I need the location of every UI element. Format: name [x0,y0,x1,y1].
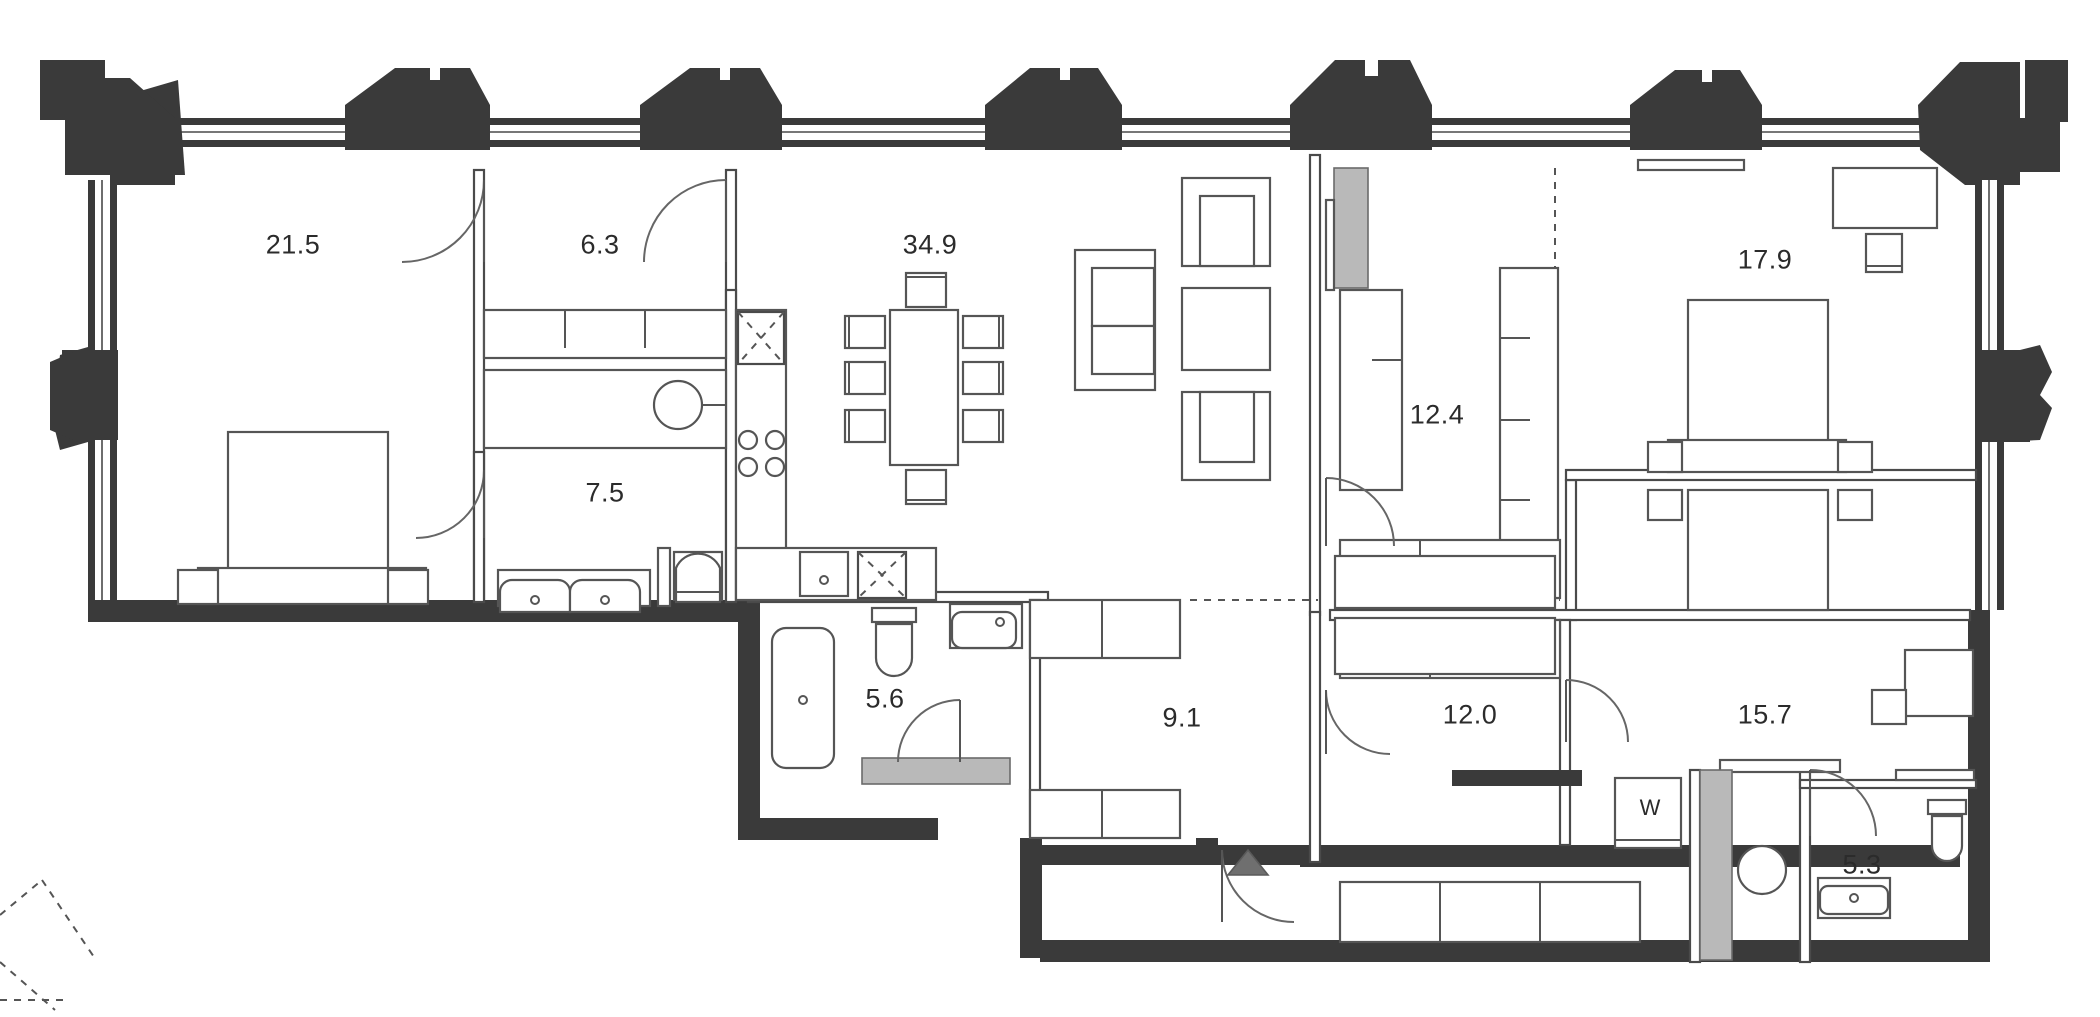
room-label-living-dining: 34.9 [902,229,958,260]
room-label-bedroom-right: 17.9 [1737,244,1793,275]
structural-walls-perimeter [88,600,1990,962]
exterior-wall-left [50,180,118,610]
furniture-bedroom-left [176,430,430,606]
furniture-bathroom-56 [770,598,1182,840]
room-label-bathroom-guest: 5.6 [865,683,905,714]
furniture-wardrobe-63 [482,308,728,450]
washing-machine-label: W [1639,795,1661,820]
exterior-wall-right [1975,180,2052,610]
furniture-kitchen [734,308,938,602]
north-marker [0,879,97,1011]
furniture-room-120 [1333,554,1642,944]
room-label-bathroom-small: 5.3 [1842,849,1882,880]
furniture-utility-and-bath53 [1452,769,1968,961]
room-label-room-lower-center: 12.0 [1442,699,1498,730]
room-label-bedroom-left: 21.5 [265,229,321,260]
door-swings [401,179,1877,923]
room-label-hall-center: 12.4 [1409,399,1465,430]
furniture-bathroom-75 [496,546,724,614]
room-label-hall-entry: 9.1 [1162,702,1202,733]
room-label-wardrobe-upper: 6.3 [580,229,620,260]
room-label-bathroom-master: 7.5 [585,477,625,508]
room-label-bedroom-lower-right: 15.7 [1737,699,1793,730]
structural-piers-top [40,60,2068,185]
furniture-living-seating [1073,176,1272,482]
furniture-bedroom-179 [1636,158,1939,612]
furniture-dining-set [843,271,1005,506]
furniture-bedroom-157 [1718,648,1976,782]
